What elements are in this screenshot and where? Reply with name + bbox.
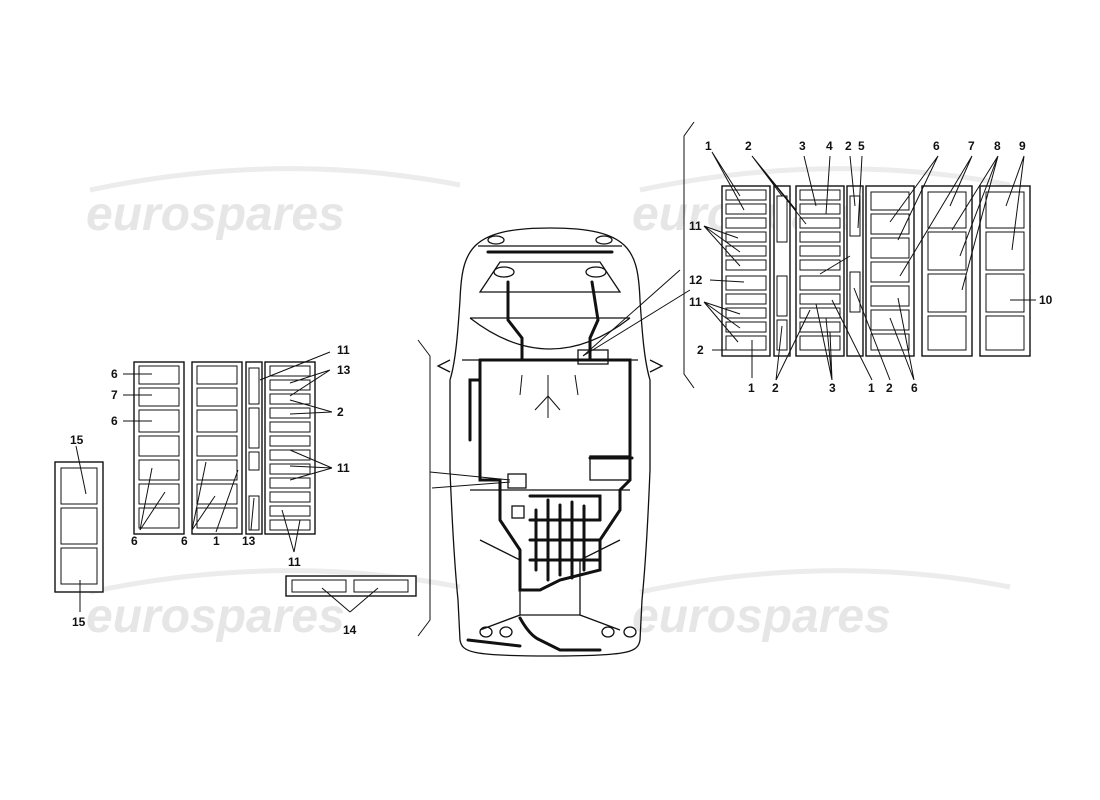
label-15: 15 (72, 615, 86, 629)
label-11: 11 (337, 343, 350, 357)
label-3: 3 (799, 139, 806, 153)
box-left-fuses (264, 361, 316, 535)
label-13: 13 (242, 534, 256, 548)
watermark-top-left: eurospares (86, 188, 345, 241)
label-13: 13 (337, 363, 351, 377)
label-1: 1 (705, 139, 712, 153)
label-6: 6 (131, 534, 138, 548)
leader-to-right-panel (582, 269, 691, 357)
car-outline (436, 227, 664, 657)
label-3: 3 (829, 381, 836, 395)
left-fuse-panel (54, 351, 417, 613)
label-6: 6 (111, 367, 118, 381)
label-2: 2 (845, 139, 852, 153)
leader-to-left-panel (429, 471, 511, 489)
label-10: 10 (1039, 293, 1053, 307)
label-9: 9 (1019, 139, 1026, 153)
label-1: 1 (748, 381, 755, 395)
label-6: 6 (911, 381, 918, 395)
label-7: 7 (111, 388, 118, 402)
label-12: 12 (689, 273, 703, 287)
label-14: 14 (343, 623, 357, 637)
label-11: 11 (689, 219, 702, 233)
label-1: 1 (868, 381, 875, 395)
watermark-bottom-right: eurospares (632, 590, 891, 643)
label-7: 7 (968, 139, 975, 153)
wiring-harness (466, 250, 634, 652)
label-2: 2 (745, 139, 752, 153)
label-6: 6 (181, 534, 188, 548)
label-6: 6 (933, 139, 940, 153)
label-2: 2 (772, 381, 779, 395)
label-2: 2 (886, 381, 893, 395)
label-5: 5 (858, 139, 865, 153)
watermark-bottom-left: eurospares (86, 590, 345, 643)
label-11: 11 (288, 555, 301, 569)
label-8: 8 (994, 139, 1001, 153)
right-fuse-panel (703, 151, 1036, 381)
label-4: 4 (826, 139, 833, 153)
label-1: 1 (213, 534, 220, 548)
label-2: 2 (337, 405, 344, 419)
label-6: 6 (111, 414, 118, 428)
right-panel-bracket (683, 121, 695, 389)
label-11: 11 (689, 295, 702, 309)
label-15: 15 (70, 433, 84, 447)
label-11: 11 (337, 461, 350, 475)
label-2: 2 (697, 343, 704, 357)
left-panel-bracket (417, 339, 431, 637)
